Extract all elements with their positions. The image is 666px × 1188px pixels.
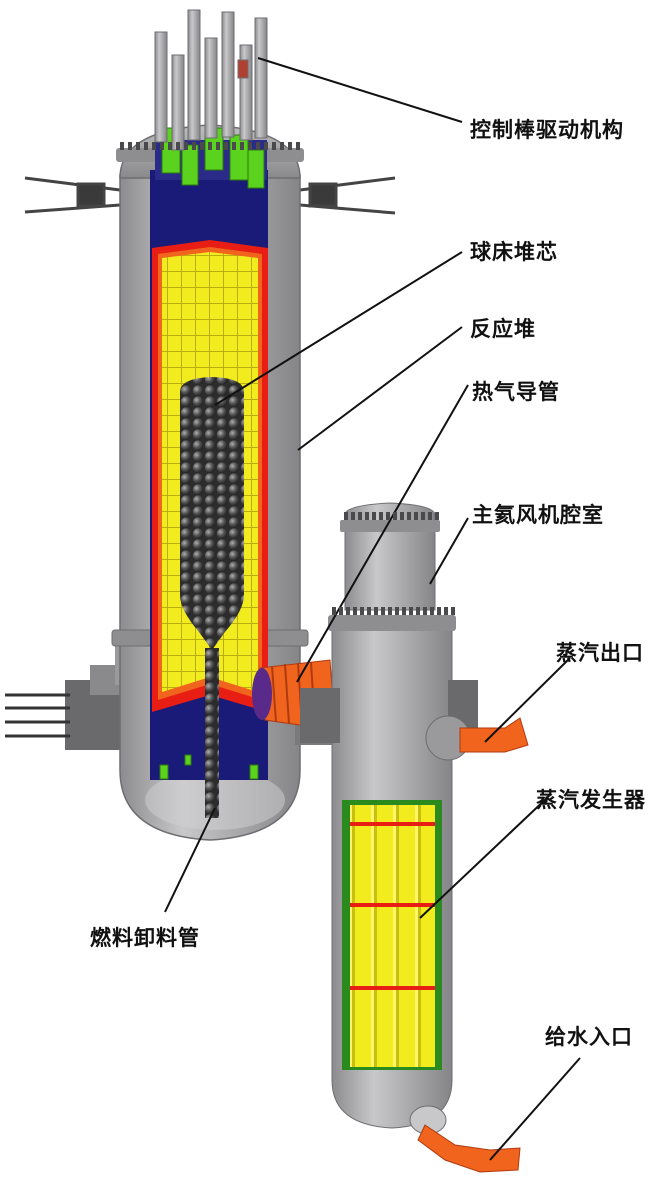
- flange-bolt: [346, 607, 350, 615]
- flange-bolt: [120, 142, 124, 150]
- flange-bolt: [232, 142, 236, 150]
- flange-bolt: [280, 142, 284, 150]
- leader-steam-outlet: [484, 657, 571, 743]
- flange-bolt: [367, 607, 371, 615]
- flange-bolt: [437, 607, 441, 615]
- upper-support-arms: [24, 176, 396, 215]
- flange-bolt: [421, 512, 425, 520]
- flange-bolt: [208, 142, 212, 150]
- leader-helium-blower-chamber: [429, 517, 469, 585]
- flange-bolt: [272, 142, 276, 150]
- flange-bolt: [136, 142, 140, 150]
- flange-bolt: [256, 142, 260, 150]
- steam-generator-vessel: [300, 502, 529, 1173]
- flange-bolt: [435, 512, 439, 520]
- flange-bolt: [374, 607, 378, 615]
- leader-steam-generator: [419, 796, 549, 919]
- flange-bolt: [428, 512, 432, 520]
- flange-bolt: [144, 142, 148, 150]
- reactor-cutaway: [150, 127, 268, 818]
- flange-bolt: [407, 512, 411, 520]
- flange-bolt: [128, 142, 132, 150]
- flange-bolt: [393, 512, 397, 520]
- flange-bolt: [402, 607, 406, 615]
- flange-bolt: [365, 512, 369, 520]
- flange-bolt: [409, 607, 413, 615]
- flange-bolt: [152, 142, 156, 150]
- flange-bolt: [414, 512, 418, 520]
- leader-pebble-bed-core: [214, 251, 463, 406]
- leader-reactor: [297, 326, 463, 451]
- label-control-rod-drive: 控制棒驱动机构: [470, 117, 624, 142]
- flange-bolt: [192, 142, 196, 150]
- flange-bolt: [184, 142, 188, 150]
- label-fuel-discharge-tube: 燃料卸料管: [90, 925, 200, 950]
- label-helium-blower-chamber: 主氦风机腔室: [472, 502, 604, 527]
- flange-bolt: [160, 142, 164, 150]
- leader-control-rod-drive: [257, 57, 463, 123]
- flange-bolt: [339, 607, 343, 615]
- pebble-discharge-column: [205, 648, 219, 818]
- flange-bolt: [360, 607, 364, 615]
- flange-bolt: [353, 607, 357, 615]
- flange-bolt: [395, 607, 399, 615]
- steam-outlet-pipe: [425, 715, 529, 761]
- leader-lines: [164, 57, 581, 1161]
- flange-bolt: [444, 607, 448, 615]
- leader-hot-gas-duct: [296, 384, 469, 683]
- flange-bolt: [176, 142, 180, 150]
- pebble-bed: [180, 377, 244, 650]
- flange-bolt: [379, 512, 383, 520]
- flange-bolt: [451, 607, 455, 615]
- flange-bolt: [400, 512, 404, 520]
- flange-bolt: [386, 512, 390, 520]
- flange-bolt: [264, 142, 268, 150]
- leader-feedwater-inlet: [489, 1057, 581, 1161]
- flange-bolt: [332, 607, 336, 615]
- flange-bolt: [200, 142, 204, 150]
- label-pebble-bed-core: 球床堆芯: [470, 239, 558, 264]
- control-rod-drives: [154, 9, 268, 151]
- flange-bolt: [351, 512, 355, 520]
- label-hot-gas-duct: 热气导管: [472, 379, 560, 404]
- label-feedwater-inlet: 给水入口: [545, 1024, 633, 1049]
- flange-bolt: [372, 512, 376, 520]
- label-steam-generator: 蒸汽发生器: [536, 787, 646, 812]
- flange-bolt: [224, 142, 228, 150]
- flange-bolt: [416, 607, 420, 615]
- label-reactor: 反应堆: [470, 316, 536, 341]
- flange-bolt: [240, 142, 244, 150]
- flange-bolt: [430, 607, 434, 615]
- flange-bolt: [388, 607, 392, 615]
- flange-bolt: [344, 512, 348, 520]
- flange-bolt: [168, 142, 172, 150]
- reactor-vessel: [5, 9, 396, 841]
- feedwater-inlet-pipe: [409, 1105, 521, 1173]
- leader-fuel-discharge-tube: [164, 807, 216, 913]
- flange-bolt: [248, 142, 252, 150]
- flange-bolt: [288, 142, 292, 150]
- label-steam-outlet: 蒸汽出口: [556, 640, 644, 665]
- flange-bolt: [358, 512, 362, 520]
- flange-bolt: [216, 142, 220, 150]
- flange-bolt: [423, 607, 427, 615]
- flange-bolt: [381, 607, 385, 615]
- flange-bolt: [296, 142, 300, 150]
